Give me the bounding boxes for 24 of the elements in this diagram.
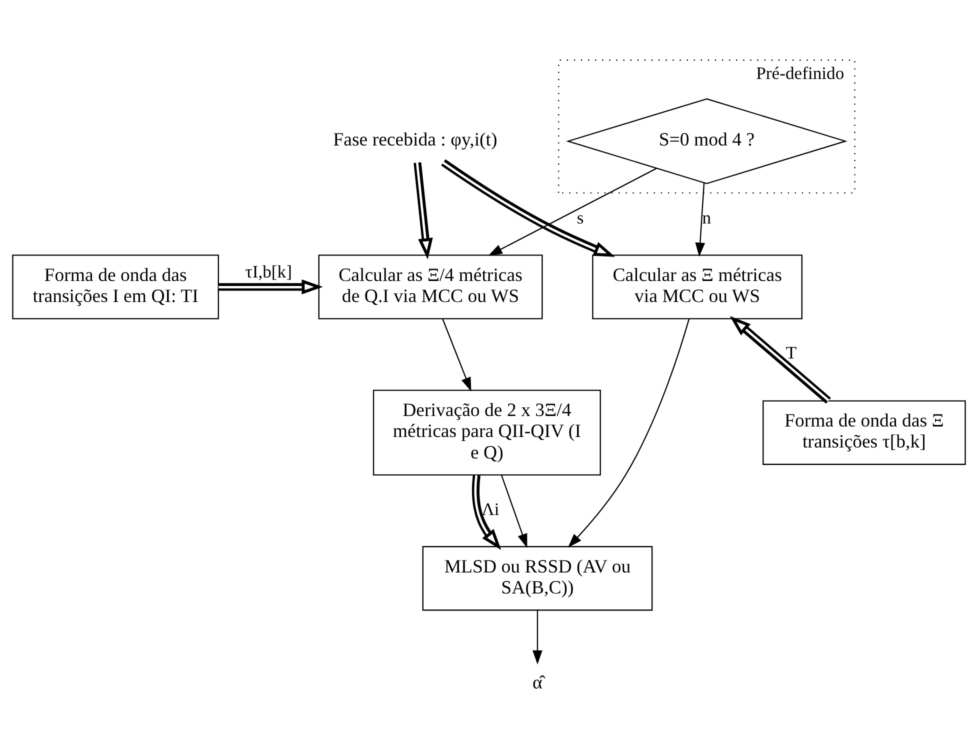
edge-label: s (576, 207, 584, 228)
node-box: Calcular as Ξ/4 métricas de Q.I via MCC ou WS (318, 254, 543, 320)
edge-label: Λi (482, 498, 500, 519)
arrow (501, 475, 528, 548)
arrow (568, 318, 690, 548)
arrow (442, 318, 472, 392)
arrow (695, 183, 706, 257)
arrow (488, 168, 657, 256)
arrow (730, 316, 831, 404)
arrow (414, 162, 433, 260)
node-box: Forma de onda das transições I em QI: TI (12, 254, 219, 320)
edge-label: T (786, 342, 797, 363)
arrow (532, 610, 542, 665)
node-box: Calcular as Ξ métricas via MCC ou WS (592, 254, 802, 320)
arrow (218, 280, 323, 294)
node-box: Forma de onda das Ξ transições τ[b,k] (762, 400, 966, 465)
arrow (472, 474, 502, 550)
node-diamond: S=0 mod 4 ? (566, 98, 848, 184)
edge-label: τI,b[k] (245, 262, 292, 282)
arrow (441, 159, 616, 257)
node-box: MLSD ou RSSD (AV ou SA(B,C)) (422, 546, 653, 611)
node-box: Derivação de 2 x 3Ξ/4 métricas para QII-QIV (I e Q) (372, 390, 601, 476)
edge-label: n (702, 207, 712, 228)
node-text: Fase recebida : φy,i(t) (333, 130, 498, 151)
